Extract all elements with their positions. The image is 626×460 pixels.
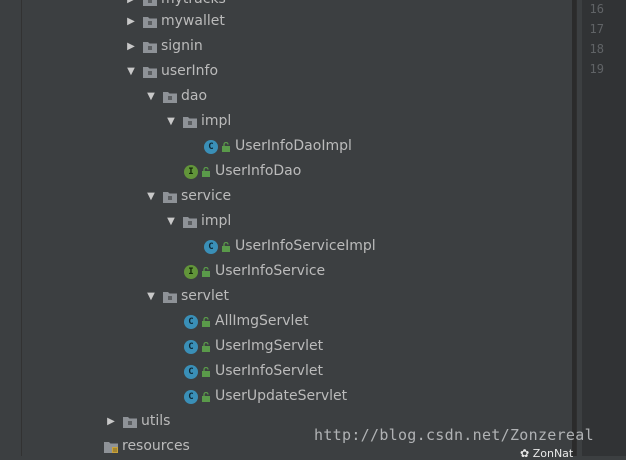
tree-item-label: impl [201, 113, 232, 129]
collapse-arrow-icon[interactable]: ▼ [127, 66, 135, 77]
watermark-text: http://blog.csdn.net/Zonzereal [314, 426, 594, 444]
tree-item-label: UserImgServlet [215, 338, 324, 354]
tree-item-label: UserInfoServiceImpl [235, 238, 376, 254]
package-folder-icon [183, 216, 197, 228]
collapse-arrow-icon[interactable]: ▼ [147, 191, 155, 202]
left-tool-strip [0, 0, 22, 456]
resources-folder-icon [104, 441, 118, 453]
line-number: 18 [589, 42, 604, 56]
tree-item-label: UserInfoServlet [215, 363, 323, 379]
tree-item-mytracks[interactable]: ▶ mytracks [124, 0, 226, 12]
tree-item-userinfo[interactable]: ▼ userInfo [124, 59, 218, 84]
public-lock-icon [202, 166, 210, 177]
tree-item-service[interactable]: ▼ service [144, 184, 231, 209]
tree-item-label: userInfo [161, 63, 219, 79]
tree-item-label: mywallet [161, 13, 225, 29]
tree-item-utils[interactable]: ▶ utils [104, 409, 170, 434]
line-number: 19 [589, 62, 604, 76]
tree-item-service-impl[interactable]: ▼ impl [164, 209, 231, 234]
package-folder-icon [163, 291, 177, 303]
class-icon: C [184, 389, 198, 404]
public-lock-icon [202, 266, 210, 277]
tree-item-resources[interactable]: resources [104, 434, 190, 456]
public-lock-icon [202, 391, 210, 402]
tree-item-userinfoserviceimpl[interactable]: C UserInfoServiceImpl [204, 234, 376, 259]
collapse-arrow-icon[interactable]: ▼ [147, 91, 155, 102]
public-lock-icon [222, 141, 230, 152]
tree-item-userimgservlet[interactable]: C UserImgServlet [184, 334, 323, 359]
expand-arrow-icon[interactable]: ▶ [107, 416, 115, 427]
tree-item-label: signin [161, 38, 203, 54]
wechat-label: ZonNat [532, 447, 574, 460]
tree-item-label: servlet [181, 288, 229, 304]
tree-item-servlet[interactable]: ▼ servlet [144, 284, 229, 309]
expand-arrow-icon[interactable]: ▶ [127, 16, 135, 27]
tree-item-dao-impl[interactable]: ▼ impl [164, 109, 231, 134]
expand-arrow-icon[interactable]: ▶ [124, 0, 138, 5]
tree-item-label: resources [122, 438, 190, 454]
tree-item-signin[interactable]: ▶ signin [124, 34, 203, 59]
class-icon: C [184, 314, 198, 329]
package-folder-icon [163, 91, 177, 103]
tree-item-dao[interactable]: ▼ dao [144, 84, 207, 109]
class-icon: C [204, 139, 218, 154]
package-folder-icon [183, 116, 197, 128]
tree-item-allimgservlet[interactable]: C AllImgServlet [184, 309, 309, 334]
package-folder-icon [163, 191, 177, 203]
tree-item-label: utils [141, 413, 171, 429]
tree-item-label: mytracks [161, 0, 226, 12]
interface-icon: I [184, 164, 198, 179]
package-folder-icon [143, 41, 157, 53]
tree-item-label: UserUpdateServlet [215, 388, 348, 404]
tree-item-label: impl [201, 213, 232, 229]
tree-item-userinfodaoimpl[interactable]: C UserInfoDaoImpl [204, 134, 352, 159]
class-icon: C [184, 364, 198, 379]
public-lock-icon [202, 366, 210, 377]
project-tree[interactable]: ▶ mytracks ▶ mywallet ▶ signin ▼ userInf… [22, 0, 572, 456]
line-number: 16 [589, 2, 604, 16]
collapse-arrow-icon[interactable]: ▼ [167, 116, 175, 127]
tree-item-label: dao [181, 88, 208, 104]
tree-item-userinfoservlet[interactable]: C UserInfoServlet [184, 359, 323, 384]
package-folder-icon [143, 0, 157, 6]
class-icon: C [184, 339, 198, 354]
public-lock-icon [222, 241, 230, 252]
public-lock-icon [202, 341, 210, 352]
wechat-icon: ✿ [520, 447, 530, 460]
tree-item-label: UserInfoService [215, 263, 326, 279]
vertical-scrollbar[interactable] [576, 0, 582, 456]
class-icon: C [204, 239, 218, 254]
package-folder-icon [143, 66, 157, 78]
package-folder-icon [123, 416, 137, 428]
wechat-watermark: ✿ ZonNat [520, 447, 573, 460]
tree-item-mywallet[interactable]: ▶ mywallet [124, 9, 225, 34]
collapse-arrow-icon[interactable]: ▼ [167, 216, 175, 227]
tree-item-userinfoservice[interactable]: I UserInfoService [184, 259, 325, 284]
public-lock-icon [202, 316, 210, 327]
tree-item-userinfodao[interactable]: I UserInfoDao [184, 159, 301, 184]
panel-divider[interactable] [572, 0, 576, 456]
line-number: 17 [589, 22, 604, 36]
editor-gutter: 16 17 18 19 [582, 0, 626, 456]
tree-item-label: UserInfoDaoImpl [235, 138, 352, 154]
expand-arrow-icon[interactable]: ▶ [127, 41, 135, 52]
tree-item-userupdateservlet[interactable]: C UserUpdateServlet [184, 384, 347, 409]
tree-item-label: service [181, 188, 232, 204]
package-folder-icon [143, 16, 157, 28]
tree-item-label: UserInfoDao [215, 163, 302, 179]
interface-icon: I [184, 264, 198, 279]
tree-item-label: AllImgServlet [215, 313, 309, 329]
collapse-arrow-icon[interactable]: ▼ [147, 291, 155, 302]
